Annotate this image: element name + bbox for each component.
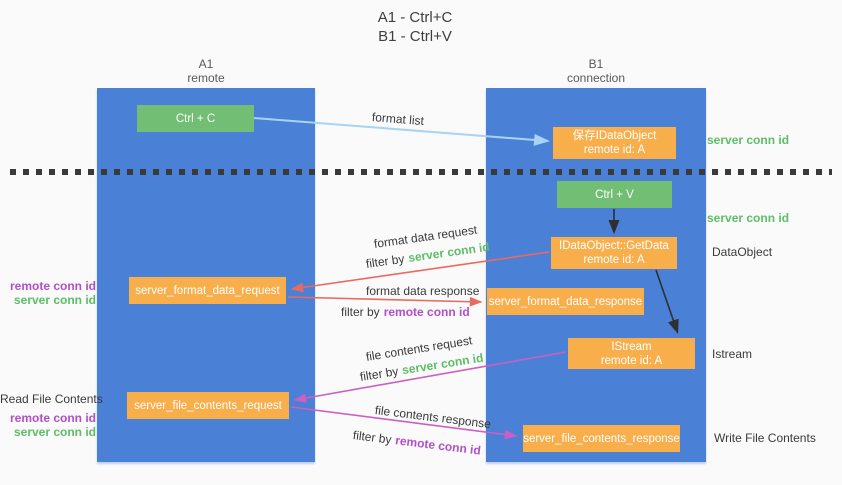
- label-right-server-conn-id-mid: server conn id: [707, 211, 790, 225]
- remote-conn-id-text-1: remote conn id: [383, 305, 470, 319]
- arrow-getdata-to-istream: [655, 269, 679, 335]
- node-server-file-contents-request: server_file_contents_request: [127, 392, 289, 419]
- node-server-format-data-response: server_format_data_response: [487, 288, 644, 315]
- node-server-file-contents-request-label: server_file_contents_request: [134, 399, 282, 412]
- lane-header-b1: B1 connection: [536, 57, 656, 85]
- node-istream-line2: remote id: A: [600, 354, 663, 367]
- label-left-server-conn-id-1: server conn id: [13, 293, 96, 307]
- node-ctrl-v: Ctrl + V: [557, 181, 672, 208]
- title-line-1: A1 - Ctrl+C: [377, 9, 453, 26]
- node-idataobject-getdata: IDataObject::GetData remote id: A: [551, 237, 677, 269]
- node-istream: IStream remote id: A: [568, 338, 695, 369]
- arrow-format-list: [253, 117, 550, 146]
- arrow-format-data-response: [287, 296, 483, 307]
- label-right-server-conn-id-top: server conn id: [707, 133, 790, 147]
- lane-b1-title: B1: [588, 57, 604, 71]
- lane-header-a1: A1 remote: [146, 57, 266, 85]
- label-write-file-contents: Write File Contents: [714, 431, 816, 445]
- node-server-format-data-request-label: server_format_data_request: [135, 284, 280, 297]
- lane-a1-title: A1: [198, 57, 214, 71]
- lane-b1-subtitle: connection: [566, 71, 626, 85]
- node-server-file-contents-response-label: server_file_contents_response: [523, 432, 680, 445]
- dotted-separator-line: [10, 169, 832, 175]
- lane-a1-subtitle: remote: [187, 71, 225, 85]
- title-line-2: B1 - Ctrl+V: [378, 28, 452, 45]
- node-server-format-data-request: server_format_data_request: [129, 277, 286, 304]
- node-server-file-contents-response: server_file_contents_response: [523, 425, 680, 452]
- label-istream: Istream: [712, 347, 753, 361]
- node-save-idataobject: 保存IDataObject remote id: A: [553, 127, 676, 159]
- node-ctrl-c-label: Ctrl + C: [175, 112, 216, 125]
- diagram-title: A1 - Ctrl+C B1 - Ctrl+V: [330, 8, 500, 46]
- label-read-file-contents: Read File Contents: [0, 392, 103, 406]
- label-left-server-conn-id-2: server conn id: [13, 425, 96, 439]
- node-ctrl-c: Ctrl + C: [137, 105, 254, 132]
- filter-by-text-2: filter by: [341, 305, 380, 319]
- node-idataobject-getdata-line1: IDataObject::GetData: [559, 240, 669, 252]
- node-istream-line1: IStream: [611, 340, 652, 353]
- label-left-remote-conn-id-1: remote conn id: [9, 279, 96, 293]
- label-dataobject: DataObject: [712, 245, 773, 259]
- arrow-format-data-request: [290, 251, 550, 293]
- node-ctrl-v-label: Ctrl + V: [595, 188, 634, 201]
- node-idataobject-getdata-line2: remote id: A: [583, 254, 645, 266]
- node-save-idataobject-line2: remote id: A: [583, 144, 646, 156]
- arrow-file-contents-request: [293, 351, 567, 403]
- arrow-file-contents-response: [290, 406, 518, 440]
- node-save-idataobject-line1: 保存IDataObject: [572, 130, 657, 142]
- node-server-format-data-response-label: server_format_data_response: [488, 295, 643, 308]
- label-left-remote-conn-id-2: remote conn id: [9, 411, 96, 425]
- label-format-data-response: format data response: [366, 284, 480, 298]
